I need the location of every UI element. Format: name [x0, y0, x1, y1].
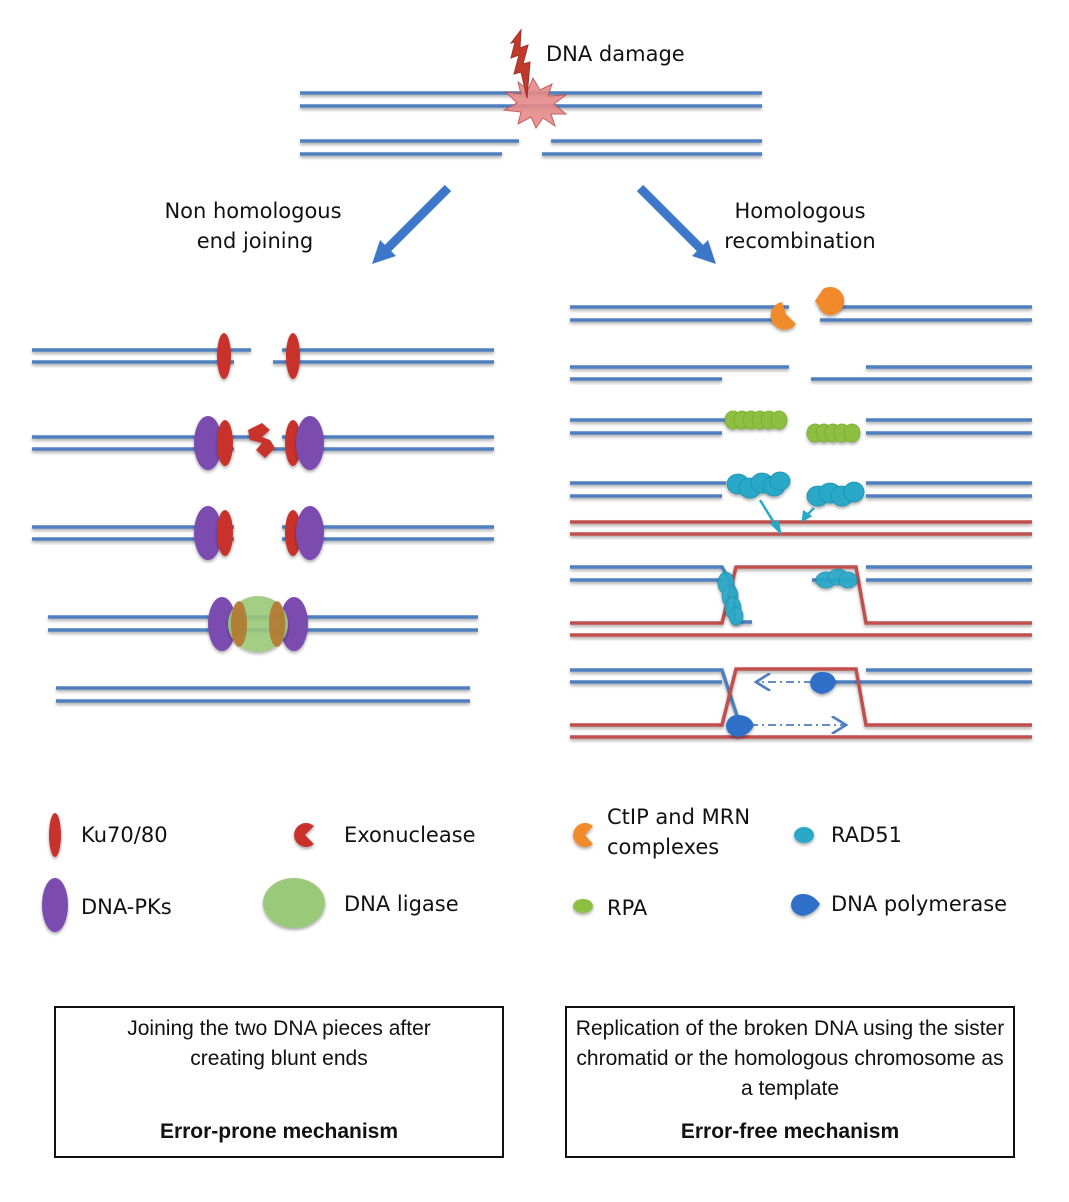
exonuclease-legend-icon — [294, 823, 314, 848]
dnapk-legend-icon — [42, 878, 68, 932]
ctip-mrn-icon — [815, 287, 845, 315]
legend-rad51-label: RAD51 — [831, 823, 902, 847]
ku-protein-icon — [217, 333, 231, 379]
polymerase-legend-icon — [791, 894, 820, 916]
dnapk-icon — [296, 416, 324, 470]
nhej-summary-description: Joining the two DNA pieces after creatin… — [127, 1017, 431, 1070]
hr-step-5 — [570, 565, 1032, 637]
dnapk-icon — [194, 416, 222, 470]
hr-step-3 — [570, 410, 1032, 443]
nhej-step-1 — [32, 333, 494, 379]
hr-summary-description: Replication of the broken DNA using the … — [575, 1017, 1005, 1100]
hr-step-4 — [570, 471, 1032, 536]
hr-verdict: Error-free mechanism — [680, 1120, 900, 1143]
rpa-cluster — [724, 410, 861, 443]
dna-polymerase-icon — [810, 672, 836, 694]
exonuclease-icon — [248, 423, 275, 458]
ctip-legend-icon — [573, 823, 593, 848]
invasion-arrows — [758, 499, 815, 536]
ku-protein-icon — [286, 333, 300, 379]
ligase-legend-icon — [263, 878, 325, 928]
legend-rpa-label: RPA — [607, 896, 648, 920]
ku-protein-icon — [285, 510, 301, 556]
rad51-cluster — [726, 471, 865, 507]
dnapk-icon — [280, 597, 308, 651]
legend-dnapk-label: DNA-PKs — [81, 895, 172, 919]
nhej-step-4 — [48, 596, 478, 652]
nhej-label-line1: Non homologous — [164, 199, 341, 223]
nhej-verdict: Error-prone mechanism — [159, 1120, 399, 1143]
rad51-cluster — [717, 568, 858, 626]
hr-summary-box: Replication of the broken DNA using the … — [565, 1006, 1015, 1158]
arrow-to-hr — [636, 184, 716, 264]
top-broken-dna — [300, 139, 762, 156]
dna-polymerase-icon — [726, 715, 754, 737]
ku-protein-icon — [285, 420, 301, 466]
damage-burst-icon — [502, 76, 568, 130]
hr-step-6 — [570, 667, 1032, 739]
legend-ku-label: Ku70/80 — [81, 823, 168, 847]
legend-exonuclease-label: Exonuclease — [344, 823, 476, 847]
nhej-step-5 — [56, 686, 470, 703]
dnapk-icon — [296, 506, 324, 560]
hr-step-1 — [570, 287, 1032, 330]
hr-label-line2: recombination — [724, 229, 876, 253]
nhej-summary-box: Joining the two DNA pieces after creatin… — [54, 1006, 504, 1158]
nhej-step-2 — [32, 416, 494, 470]
ku-legend-icon — [49, 813, 61, 857]
ctip-mrn-icon — [770, 302, 796, 330]
rpa-legend-icon — [573, 899, 593, 913]
dnapk-icon — [194, 506, 222, 560]
dnapk-icon — [208, 597, 236, 651]
ku-protein-icon — [217, 420, 233, 466]
synthesis-arrows — [750, 682, 846, 725]
sister-template-dna — [570, 520, 1032, 536]
legend-ctip-label-line2: complexes — [607, 835, 719, 859]
lightning-bolt-icon — [509, 28, 531, 99]
legend: Ku70/80 Exonuclease DNA-PKs DNA ligase C… — [42, 805, 1007, 932]
ku-protein-icon — [269, 601, 285, 647]
legend-ligase-label: DNA ligase — [344, 892, 459, 916]
legend-polymerase-label: DNA polymerase — [831, 892, 1007, 916]
arrow-to-nhej — [372, 184, 452, 264]
hr-step-2 — [570, 365, 1032, 381]
hr-label-line1: Homologous — [734, 199, 865, 223]
legend-ctip-label-line1: CtIP and MRN — [607, 805, 750, 829]
ku-protein-icon — [217, 510, 233, 556]
rad51-legend-icon — [794, 827, 814, 843]
nhej-step-3 — [32, 506, 494, 560]
dna-damage-label: DNA damage — [546, 42, 685, 66]
ku-protein-icon — [231, 601, 247, 647]
nhej-label-line2: end joining — [197, 229, 314, 253]
